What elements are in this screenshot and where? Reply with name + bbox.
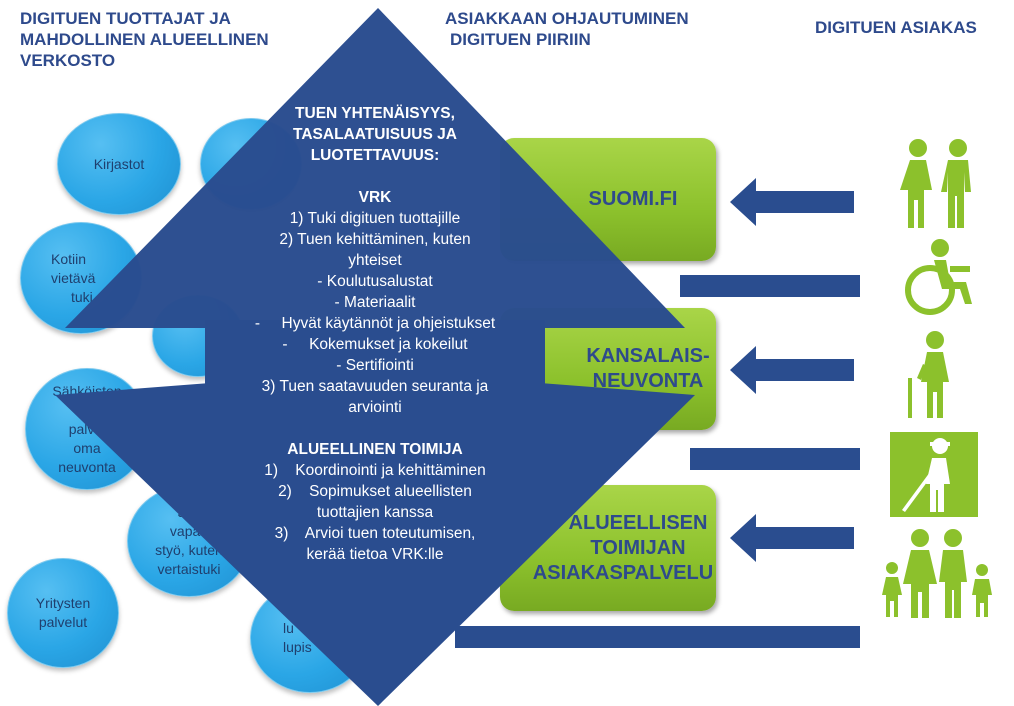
vrk-item: 3) Tuen saatavuuden seuranta ja — [261, 378, 489, 395]
right-header-line: DIGITUEN ASIAKAS — [815, 18, 977, 37]
vrk-item: - Koulutusalustat — [317, 273, 433, 290]
bubble-label: tuki — [71, 288, 93, 305]
bubble-label: palvelut — [38, 614, 88, 630]
bubble-label: vertaistuki — [157, 561, 221, 577]
vrk-item: - Materiaalit — [334, 294, 416, 311]
bubble-companies: Yritysten palvelut — [7, 558, 119, 668]
regional-item: 2) Sopimukset alueellisten — [278, 483, 472, 500]
left-header: DIGITUEN TUOTTAJAT JA MAHDOLLINEN ALUEEL… — [20, 8, 269, 71]
connector-bar — [680, 275, 860, 297]
bubble-label: vietävä — [51, 269, 96, 286]
connector-bar — [455, 626, 860, 648]
family-icon — [882, 529, 992, 618]
bubble-label: oma — [73, 439, 101, 456]
arrow-left-icon — [730, 514, 854, 562]
diamond-content: TUEN YHTENÄISYYS, TASALAATUISUUS JA LUOT… — [205, 103, 545, 565]
vrk-title: VRK — [358, 189, 392, 206]
vrk-item: yhteiset — [348, 252, 402, 269]
regional-item: tuottajien kanssa — [316, 504, 434, 521]
left-header-line: VERKOSTO — [20, 51, 116, 70]
vrk-item: arviointi — [348, 399, 402, 416]
green-box-label: KANSALAIS- — [586, 345, 710, 367]
bubble-label: lu — [283, 620, 294, 636]
visually-impaired-icon — [890, 432, 978, 517]
bubble-label: Kotiin — [51, 250, 87, 267]
diamond-heading: TUEN YHTENÄISYYS, — [295, 105, 455, 122]
arrow-left-icon — [730, 178, 854, 226]
bubble-label: lupis — [283, 639, 312, 655]
connector-bar — [690, 448, 860, 470]
regional-item: kerää tietoa VRK:lle — [306, 546, 444, 563]
vrk-item: 2) Tuen kehittäminen, kuten — [279, 231, 471, 248]
bubble-label: Yritysten — [35, 595, 91, 611]
left-header-line: MAHDOLLINEN ALUEELLINEN — [20, 30, 269, 49]
green-box-label: SUOMI.FI — [588, 188, 678, 210]
bubble-label: styö, kuten — [155, 542, 223, 558]
diamond-heading: LUOTETTAVUUS: — [310, 147, 440, 164]
bubble-label: Kirjastot — [93, 155, 145, 172]
regional-item: 1) Koordinointi ja kehittäminen — [264, 462, 486, 479]
green-box-label: ALUEELLISEN — [568, 511, 708, 534]
bubble-label: neuvonta — [58, 458, 116, 475]
vrk-item: - Sertifiointi — [336, 357, 414, 374]
spacer — [205, 418, 545, 439]
arrow-left-icon — [730, 346, 854, 394]
wheelchair-user-icon — [905, 239, 972, 315]
regional-item: 3) Arvioi tuen toteutumisen, — [274, 525, 476, 542]
right-header: DIGITUEN ASIAKAS — [815, 17, 977, 38]
vrk-item: - Hyvät käytännöt ja ohjeistukset — [254, 315, 496, 332]
green-box-label: ASIAKASPALVELU — [532, 561, 714, 584]
middle-header: ASIAKKAAN OHJAUTUMINEN DIGITUEN PIIRIIN — [445, 8, 689, 50]
vrk-item: - Kokemukset ja kokeilut — [282, 336, 468, 353]
couple-icon — [900, 139, 971, 228]
bubble-libraries: Kirjastot — [57, 113, 181, 215]
middle-header-line: DIGITUEN PIIRIIN — [450, 30, 591, 49]
spacer — [205, 166, 545, 187]
elderly-person-icon — [908, 331, 949, 418]
green-box-label: TOIMIJAN — [590, 536, 686, 559]
left-header-line: DIGITUEN TUOTTAJAT JA — [20, 9, 231, 28]
middle-header-line: ASIAKKAAN OHJAUTUMINEN — [445, 9, 689, 28]
diamond-heading: TASALAATUISUUS JA — [293, 126, 457, 143]
vrk-item: 1) Tuki digituen tuottajille — [289, 210, 461, 227]
regional-title: ALUEELLINEN TOIMIJA — [287, 441, 463, 458]
green-box-label: NEUVONTA — [592, 370, 704, 392]
